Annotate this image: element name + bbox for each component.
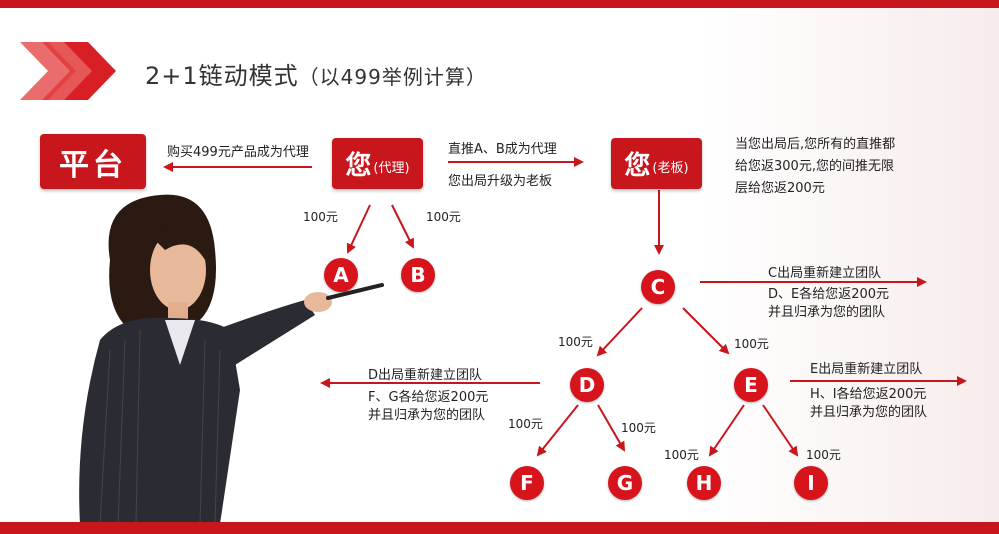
platform-box: 平台 — [40, 134, 146, 189]
arrow-c-e — [682, 307, 730, 355]
label-d-out: D出局重新建立团队 — [368, 368, 483, 383]
node-b: B — [401, 258, 435, 292]
node-c: C — [641, 270, 675, 304]
title-main: 2+1链动模式 — [145, 62, 299, 90]
page-title: 2+1链动模式（以499举例计算） — [145, 56, 487, 91]
node-h: H — [687, 466, 721, 500]
presenter-illustration — [79, 194, 384, 524]
top-bar — [0, 0, 999, 8]
d-note-line-1: F、G各给您返200元 — [368, 390, 489, 405]
boss-box-role: (老板) — [652, 161, 689, 176]
boss-box: 您(老板) — [611, 138, 702, 189]
amount-e-i: 100元 — [806, 448, 841, 462]
label-upgrade: 您出局升级为老板 — [448, 174, 553, 189]
node-d: D — [570, 368, 604, 402]
e-note-line-1: H、I各给您返200元 — [810, 387, 927, 402]
arrow-e-i — [762, 404, 799, 457]
label-e-out: E出局重新建立团队 — [810, 362, 923, 377]
title-sub: （以499举例计算） — [298, 65, 487, 89]
platform-label: 平台 — [59, 147, 127, 183]
agent-box: 您(代理) — [332, 138, 423, 189]
amount-agent-b: 100元 — [426, 210, 461, 224]
amount-d-f: 100元 — [508, 417, 543, 431]
c-note-line-2: 并且归承为您的团队 — [768, 305, 886, 320]
node-i: I — [794, 466, 828, 500]
arrow-d-f — [536, 404, 579, 457]
chevron-logo-icon — [20, 42, 116, 100]
agent-box-main: 您 — [345, 151, 372, 181]
c-note-line-1: D、E各给您返200元 — [768, 287, 890, 302]
label-c-out: C出局重新建立团队 — [768, 266, 882, 281]
agent-box-role: (代理) — [373, 161, 410, 176]
e-note: H、I各给您返200元 并且归承为您的团队 — [810, 386, 927, 422]
d-note-line-2: 并且归承为您的团队 — [368, 408, 486, 423]
bottom-bar — [0, 522, 999, 534]
boss-note-line-2: 给您返300元,您的间推无限 — [735, 159, 894, 174]
node-f: F — [510, 466, 544, 500]
arrow-e-h — [708, 404, 745, 457]
boss-note: 当您出局后,您所有的直推都 给您返300元,您的间推无限 层给您返200元 — [735, 134, 895, 200]
arrow-c-d — [596, 307, 643, 357]
amount-agent-a: 100元 — [303, 210, 338, 224]
amount-e-h: 100元 — [664, 448, 699, 462]
label-buy: 购买499元产品成为代理 — [167, 145, 309, 160]
amount-c-d: 100元 — [558, 335, 593, 349]
boss-box-main: 您 — [624, 151, 651, 181]
arrow-agent-b — [391, 204, 414, 249]
arrow-d-g — [597, 404, 626, 452]
d-note: F、G各给您返200元 并且归承为您的团队 — [368, 389, 488, 425]
node-g: G — [608, 466, 642, 500]
node-e: E — [734, 368, 768, 402]
c-note: D、E各给您返200元 并且归承为您的团队 — [768, 286, 889, 322]
e-note-line-2: 并且归承为您的团队 — [810, 405, 928, 420]
label-direct-ab: 直推A、B成为代理 — [448, 142, 557, 157]
node-a: A — [324, 258, 358, 292]
boss-note-line-1: 当您出局后,您所有的直推都 — [735, 137, 896, 152]
arrow-agent-a — [346, 204, 371, 254]
boss-note-line-3: 层给您返200元 — [735, 181, 825, 196]
amount-d-g: 100元 — [621, 421, 656, 435]
amount-c-e: 100元 — [734, 337, 769, 351]
